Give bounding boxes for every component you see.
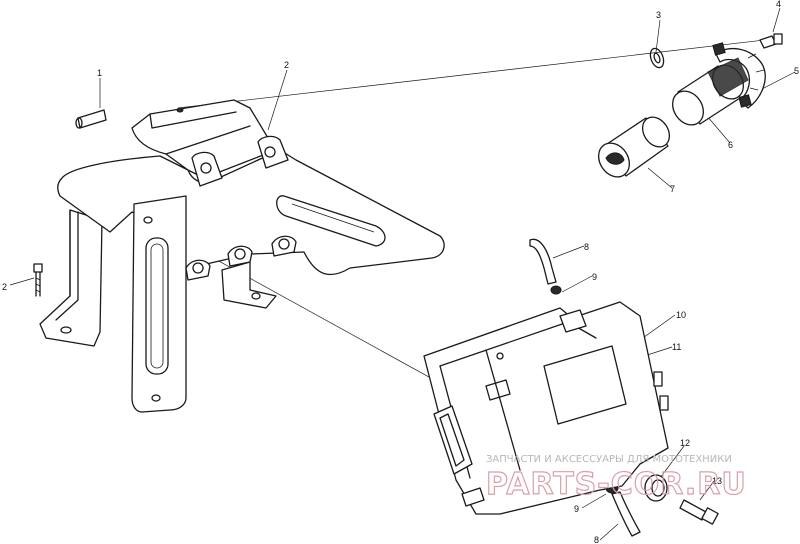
callout-6: 6 [728, 140, 733, 150]
callout-8: 8 [584, 242, 589, 252]
callout-8-lower: 8 [594, 535, 599, 544]
callout-4: 4 [776, 0, 781, 9]
label-plate [543, 345, 627, 425]
bolt-left [33, 263, 43, 297]
callout-7: 7 [670, 184, 675, 194]
cylinder-component [671, 57, 749, 126]
control-module [423, 301, 669, 515]
callout-1: 1 [97, 68, 102, 78]
callout-5: 5 [794, 66, 799, 76]
watermark-tagline: ЗАПЧАСТИ И АКСЕССУАРЫ ДЛЯ МОТОТЕХНИКИ [486, 454, 732, 465]
clamp [712, 42, 766, 109]
callout-11: 11 [672, 342, 681, 352]
grommet [644, 474, 668, 502]
bolt-top-right [759, 33, 783, 49]
watermark-logo: PARTS-COR.RU [486, 467, 747, 502]
watermark: ЗАПЧАСТИ И АКСЕССУАРЫ ДЛЯ МОТОТЕХНИКИ PA… [485, 454, 747, 503]
callout-3: 3 [656, 10, 661, 20]
main-mounting-bracket [39, 99, 445, 413]
callout-10: 10 [676, 310, 686, 320]
bolt-bottom [679, 499, 719, 525]
callout-12: 12 [680, 438, 690, 448]
callout-2-left: 2 [2, 282, 7, 292]
callout-9: 9 [592, 272, 597, 282]
nut-upper [550, 285, 562, 295]
washer [649, 47, 665, 69]
hose-upper [529, 238, 557, 285]
sleeve-pin [75, 109, 107, 129]
hose-lower [611, 491, 641, 537]
callout-9-lower: 9 [574, 504, 579, 514]
rubber-boot [597, 116, 671, 178]
callout-2: 2 [284, 60, 289, 70]
callout-13: 13 [712, 476, 722, 486]
